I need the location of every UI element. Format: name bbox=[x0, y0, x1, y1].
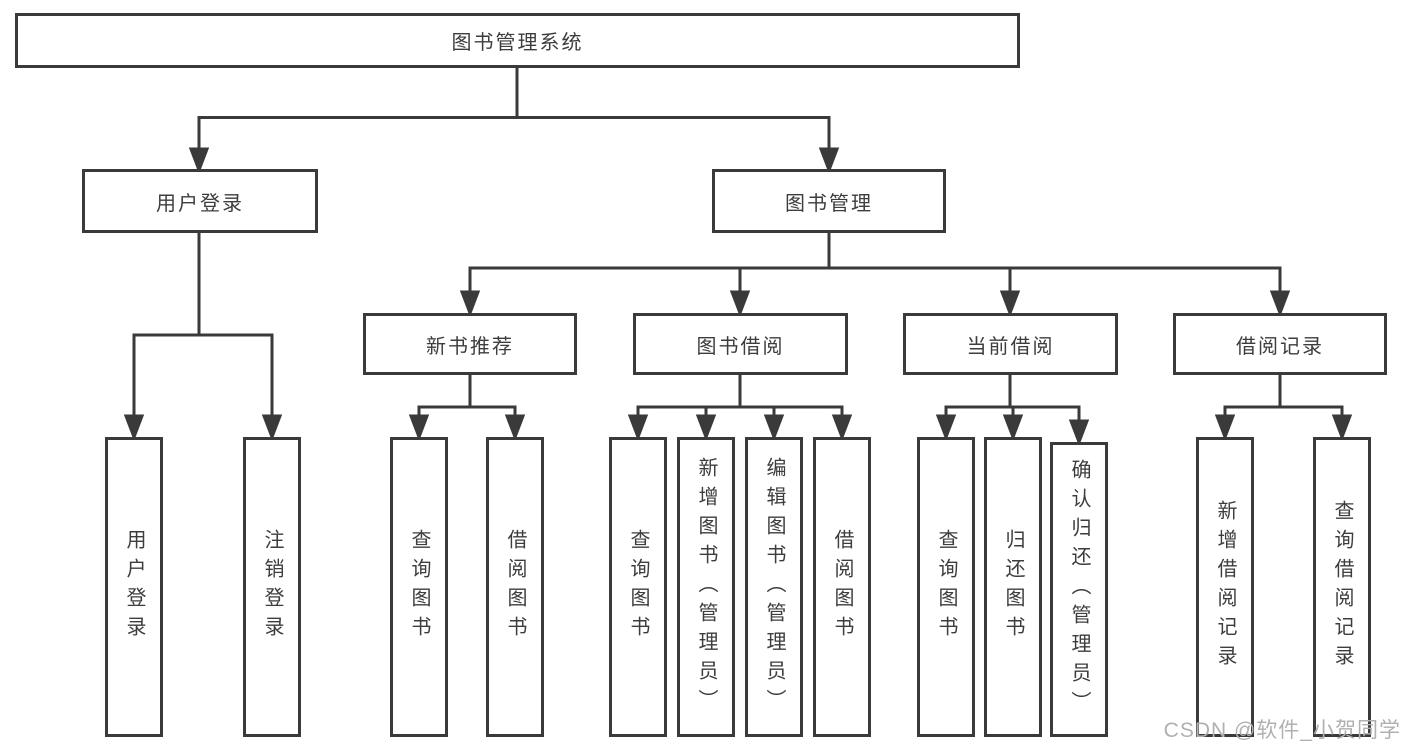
leaf-add-borrow-record: 新增借阅记录 bbox=[1196, 437, 1254, 737]
node-borrowing-records: 借阅记录 bbox=[1173, 313, 1387, 375]
leaf-borrow-books-recommend: 借阅图书 bbox=[486, 437, 544, 737]
leaf-return-book: 归还图书 bbox=[984, 437, 1042, 737]
node-user-login-branch: 用户登录 bbox=[82, 169, 318, 233]
node-new-book-recommend: 新书推荐 bbox=[363, 313, 577, 375]
leaf-query-borrow-record: 查询借阅记录 bbox=[1313, 437, 1371, 737]
node-book-borrowing: 图书借阅 bbox=[633, 313, 848, 375]
leaf-query-books-borrowing: 查询图书 bbox=[609, 437, 667, 737]
node-current-borrowing: 当前借阅 bbox=[903, 313, 1118, 375]
node-library-management-system: 图书管理系统 bbox=[15, 13, 1020, 68]
leaf-query-books-recommend: 查询图书 bbox=[390, 437, 448, 737]
node-book-management: 图书管理 bbox=[712, 169, 946, 233]
leaf-query-books-current: 查询图书 bbox=[917, 437, 975, 737]
leaf-edit-book-admin: 编辑图书（管理员） bbox=[745, 437, 803, 737]
leaf-user-login: 用户登录 bbox=[105, 437, 163, 737]
leaf-logout: 注销登录 bbox=[243, 437, 301, 737]
leaf-confirm-return-admin: 确认归还（管理员） bbox=[1050, 442, 1108, 737]
leaf-add-book-admin: 新增图书（管理员） bbox=[677, 437, 735, 737]
leaf-borrow-books-borrowing: 借阅图书 bbox=[813, 437, 871, 737]
